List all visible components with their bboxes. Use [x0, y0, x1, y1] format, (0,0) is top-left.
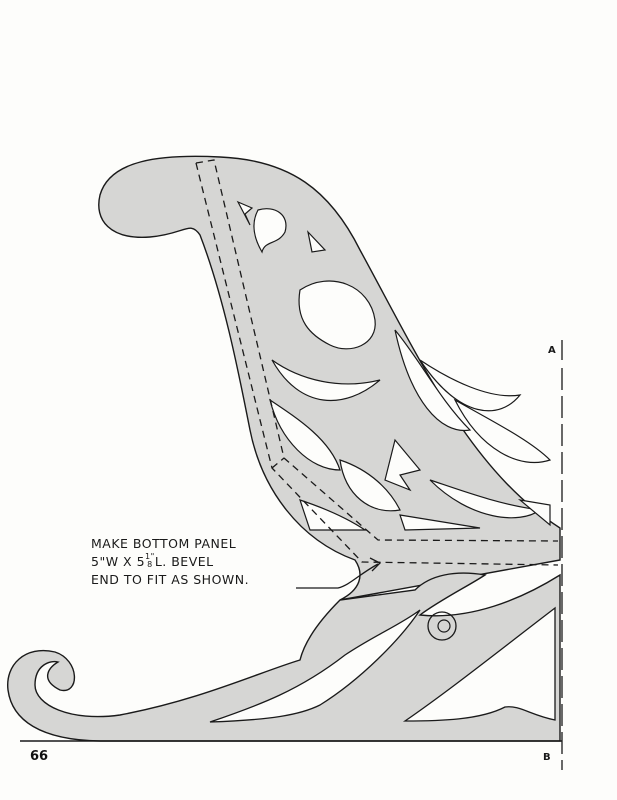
annotation-leader-line	[296, 563, 379, 589]
marker-a-label: A	[548, 345, 556, 356]
marker-b-label: B	[543, 752, 551, 763]
runner-shape	[7, 572, 561, 742]
runner-curl-inner	[437, 619, 451, 633]
bottom-panel-instruction: MAKE BOTTOM PANEL 5"W x 51"8L. BEVEL END…	[91, 535, 249, 589]
instruction-line-2: 5"W x 51"8L. BEVEL	[91, 552, 214, 570]
runner-cutout-1	[209, 609, 421, 723]
sleigh-side-shape	[98, 155, 561, 601]
center-line-a-b	[20, 340, 563, 770]
dashed-panel-guides	[195, 159, 559, 566]
fretwork-scrollwork	[236, 200, 552, 531]
fraction-one-eighth: 1"8	[145, 552, 155, 569]
arrowhead-icon	[369, 557, 382, 572]
runner-curl	[427, 611, 457, 641]
runner-cutout-2	[402, 606, 556, 722]
instruction-line-3: END TO FIT AS SHOWN.	[91, 572, 250, 587]
page-number: 66	[30, 749, 49, 764]
instruction-line-1: MAKE BOTTOM PANEL	[91, 536, 237, 551]
